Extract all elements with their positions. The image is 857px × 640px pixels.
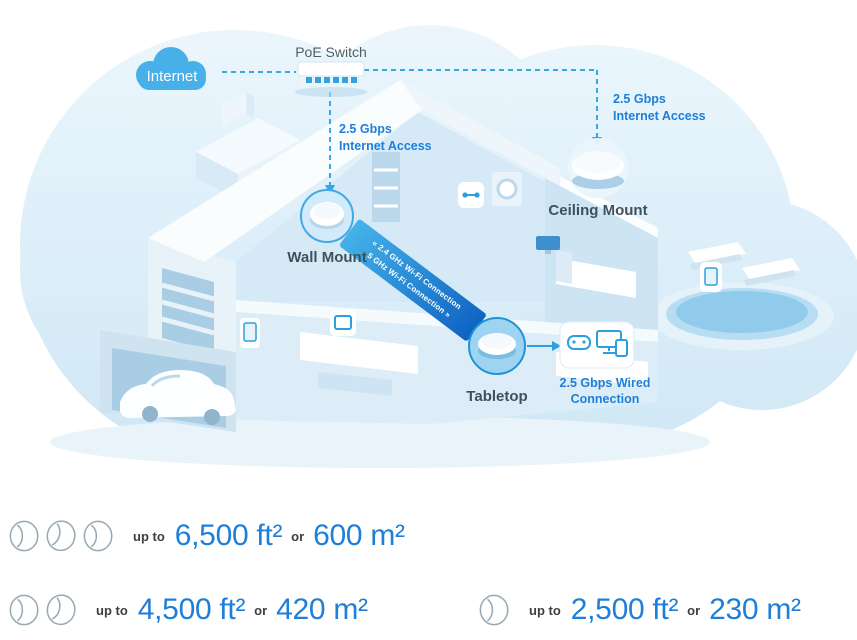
wifi-ribbon-band [339,219,486,341]
access-left-line1: 2.5 Gbps [339,122,392,136]
ceiling-mount-label: Ceiling Mount [548,202,648,219]
coverage-row-3-pack: up to 6,500 ft² or 600 m² [8,518,405,554]
poe-switch-label: PoE Switch [295,44,367,60]
up-to-text: up to [96,602,128,618]
internet-cloud-icon [136,47,206,90]
or-text: or [254,602,268,618]
wall-mount-device [300,189,354,243]
coverage-sqft: 6,500 ft² [174,519,283,552]
pool [650,282,834,350]
coverage-sqm: 600 m² [313,519,405,552]
dashed-connections [222,69,598,186]
poe-switch-device [295,61,367,97]
deco-unit-icon [479,594,509,626]
car [120,370,236,425]
internet-access-label-right: 2.5 Gbps Internet Access [613,91,706,124]
coverage-sqm: 230 m² [709,593,801,626]
or-text: or [687,602,701,618]
client-devices-box [559,321,635,369]
ceiling-mount-device [568,138,628,198]
coverage-row-1-pack: up to 2,500 ft² or 230 m² [478,592,801,628]
house-diagram-stage: Internet PoE Switch 2.5 Gbps Internet Ac… [20,25,857,468]
house-illustration [20,25,857,468]
coverage-sqft: 2,500 ft² [570,593,679,626]
deco-unit-icon [46,520,76,552]
deco-unit-icon [9,520,39,552]
up-to-text: up to [529,602,561,618]
wired-arrowhead [552,341,561,351]
deco-unit-icons [8,518,116,554]
or-text: or [291,528,305,544]
deco-unit-icon [83,520,113,552]
coverage-sqft: 4,500 ft² [137,593,246,626]
up-to-text: up to [133,528,165,544]
internet-access-label-left: 2.5 Gbps Internet Access [339,121,432,154]
ground [50,416,710,468]
deco-unit-icons [478,592,512,628]
deco-unit-icon [9,594,39,626]
wired-line1: 2.5 Gbps Wired [559,376,651,390]
internet-label: Internet [146,68,198,85]
tabletop-device [468,317,526,375]
coverage-section: up to 6,500 ft² or 600 m² up to 4,500 ft… [0,492,857,640]
deco-unit-icons [8,592,79,628]
access-right-line2: Internet Access [613,108,706,123]
wired-line2: Connection [570,392,640,407]
coverage-sqm: 420 m² [276,593,368,626]
coverage-row-2-pack: up to 4,500 ft² or 420 m² [8,592,368,628]
tabletop-label: Tabletop [466,388,528,405]
deco-unit-icon [46,594,76,626]
wall-mount-label: Wall Mount [287,249,367,266]
access-right-line1: 2.5 Gbps [613,92,666,106]
house [148,80,722,424]
access-left-line2: Internet Access [339,138,432,153]
wired-connection-label: 2.5 Gbps Wired Connection [547,375,663,408]
